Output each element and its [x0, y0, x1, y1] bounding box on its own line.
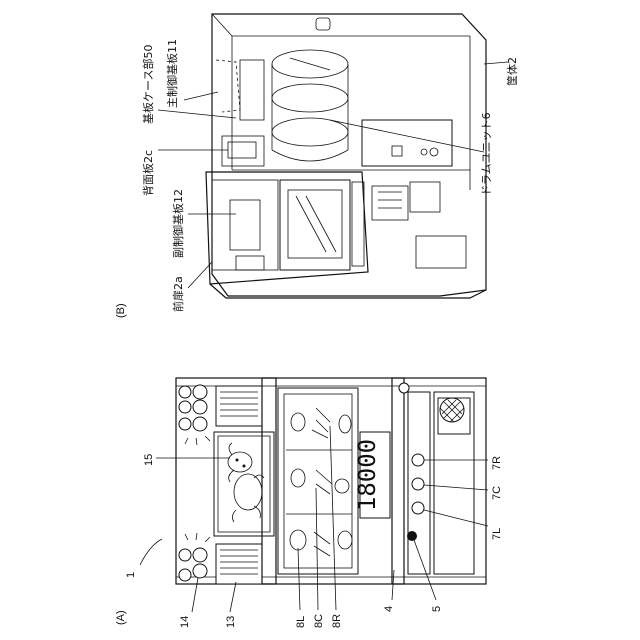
- ref-5: 5: [431, 606, 443, 612]
- lcd-display: [214, 432, 274, 536]
- ref-4: 4: [383, 606, 395, 612]
- ref-8R: 8R: [331, 614, 343, 628]
- ref-main-control-board-11: 主制御基板11: [165, 39, 179, 108]
- reel-window: [278, 388, 358, 574]
- panel-a-machine: 18000: [176, 378, 486, 584]
- ref-15: 15: [143, 454, 155, 466]
- panel-b-caption: (B): [115, 303, 127, 318]
- ref-7R: 7R: [491, 456, 503, 470]
- ref-front-door-2a: 前扉2a: [171, 276, 185, 312]
- panel-a-caption: (A): [115, 610, 127, 625]
- ref-back-plate-2c: 背面板2c: [141, 150, 155, 196]
- top-lamps: [179, 385, 210, 581]
- ref-1: 1: [125, 572, 137, 578]
- ref-8L: 8L: [295, 616, 307, 628]
- ref-13: 13: [225, 616, 237, 628]
- stop-button-center-7C: [412, 478, 424, 490]
- ref-8C: 8C: [313, 614, 325, 628]
- power-unit: [362, 120, 452, 166]
- credit-display-digits: 18000: [353, 439, 381, 511]
- drum-unit: [272, 50, 348, 161]
- ref-drum-unit-6: ドラムユニット6: [480, 112, 493, 196]
- reel-window-frame: [280, 180, 350, 270]
- ref-7C: 7C: [491, 486, 503, 500]
- board-case: [216, 60, 240, 112]
- ref-board-case-50: 基板ケース部50: [141, 45, 155, 124]
- ref-housing-2: 筐体2: [505, 57, 519, 86]
- ref-14: 14: [179, 616, 191, 628]
- stop-button-right-7L: [412, 502, 424, 514]
- ref-7L: 7L: [491, 528, 503, 540]
- ref-sub-control-board-12: 副制御基板12: [171, 189, 185, 258]
- panel-b-machine: [206, 14, 486, 298]
- start-lever-5: [407, 531, 417, 541]
- stop-button-left-7R: [412, 454, 424, 466]
